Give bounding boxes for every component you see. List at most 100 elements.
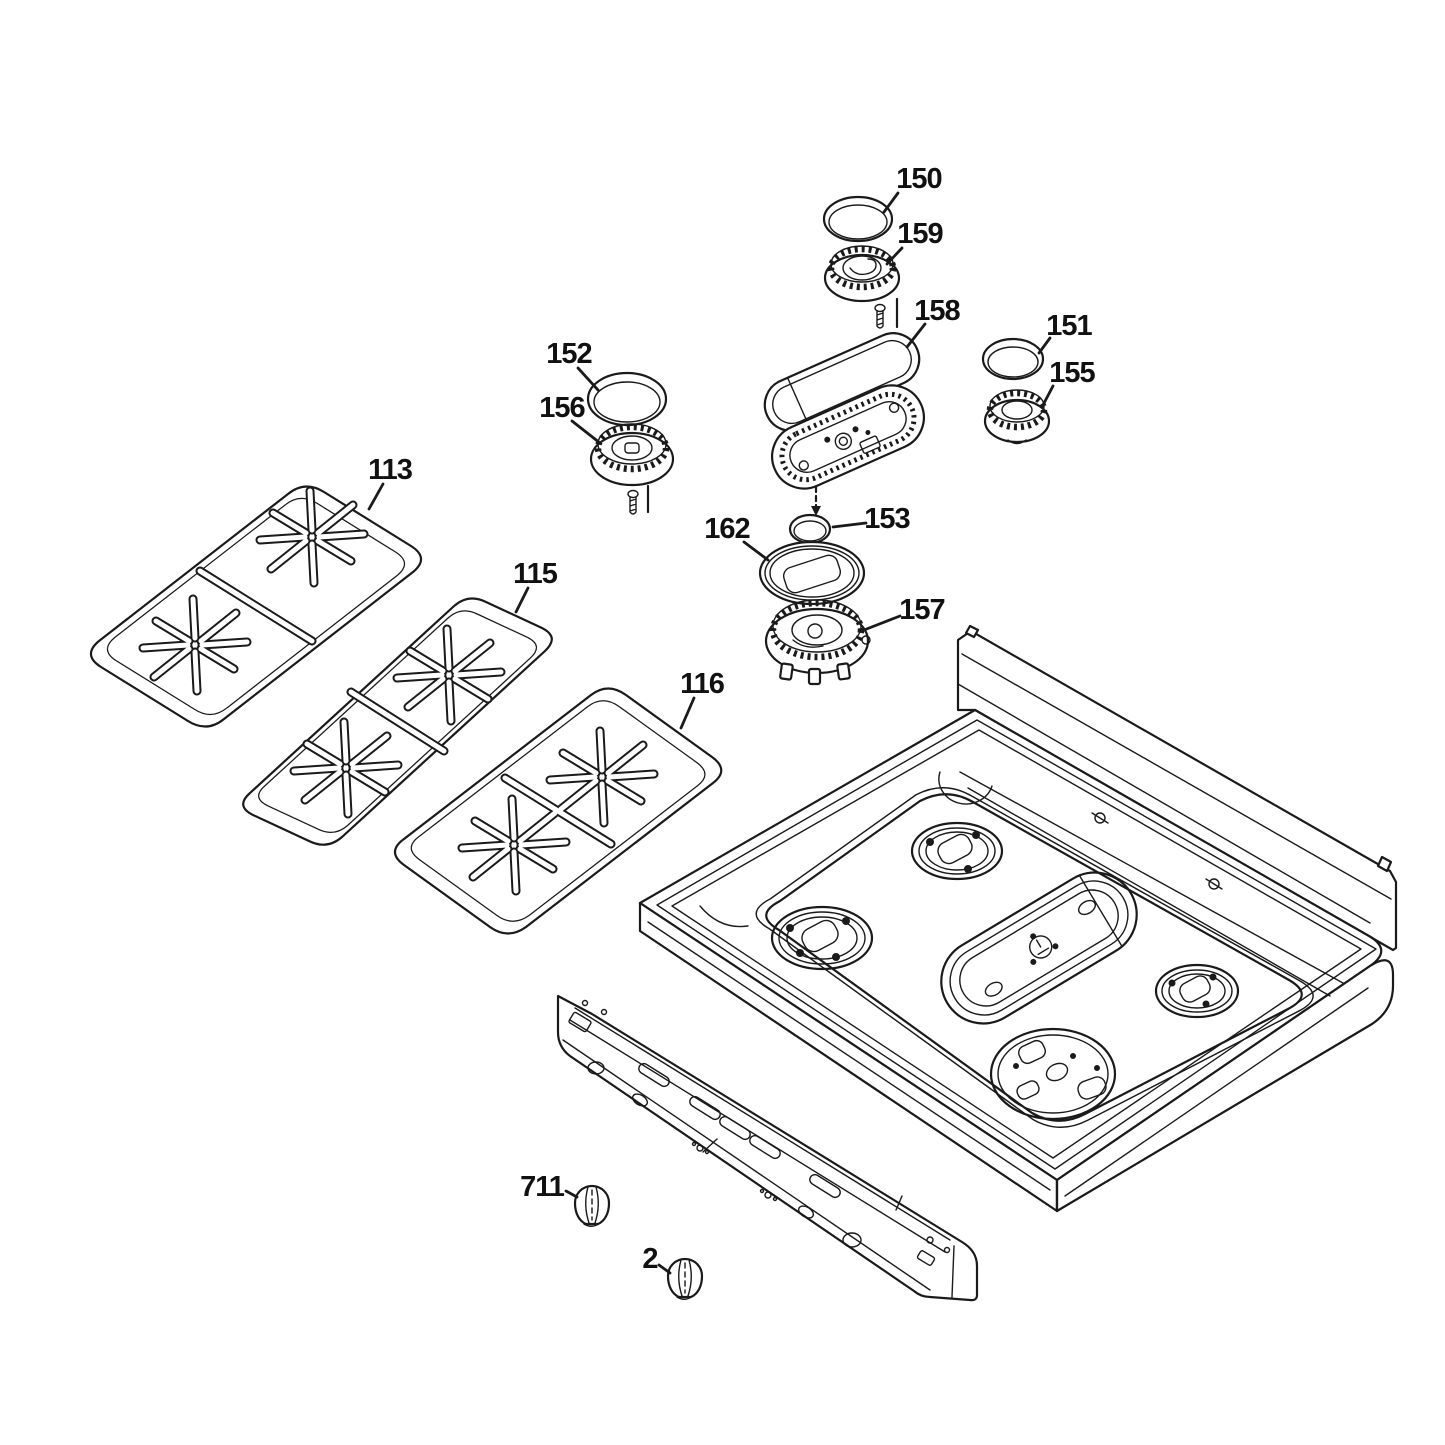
grate-inner-rail: [106, 497, 406, 716]
assembly-arrow: [811, 485, 821, 516]
callout-2: 2: [642, 1243, 672, 1275]
oval-burner-body-158: [771, 384, 925, 490]
burner-deck-edge: [765, 793, 1303, 1122]
burner-opening-left: [770, 905, 874, 971]
part-label-153: 153: [864, 503, 910, 535]
control-knob-711: [573, 1184, 611, 1228]
burner-head-159: [823, 245, 901, 303]
leader-line: [885, 246, 904, 266]
leader-line: [882, 191, 900, 214]
grate-fingers: [289, 624, 506, 819]
back-panel-left-tab: [964, 624, 980, 639]
flange-bolt-dots: [1168, 973, 1217, 1008]
callout-152: 152: [546, 338, 600, 392]
burner-opening-rear: [910, 821, 1004, 881]
back-rim-bump: [938, 771, 993, 805]
part-label-113: 113: [368, 454, 413, 486]
part-label-150: 150: [896, 163, 941, 195]
back-rim-line2: [967, 787, 1331, 997]
callouts: 150 159 158 151 155 152 156 113: [367, 163, 1097, 1275]
burner-opening-right: [1154, 963, 1240, 1019]
grate-inner-rail: [258, 610, 538, 834]
leader-line: [657, 1263, 672, 1275]
rail-body: [556, 994, 979, 1302]
right-skirt-fold-line: [1064, 987, 1369, 1197]
burner-cap-150: [822, 195, 894, 243]
rail-louver-slots: [638, 1062, 841, 1199]
back-rim-line: [959, 771, 1344, 984]
burner-head-155: [983, 389, 1051, 445]
burner-ring-162: [758, 540, 866, 606]
back-panel-right-tab: [1376, 855, 1393, 873]
rim-screw-icon: [1091, 812, 1109, 824]
rail-top-ridge: [574, 1007, 951, 1241]
part-label-157: 157: [899, 594, 944, 626]
part-label-115: 115: [513, 558, 558, 590]
igniter-detail: [1030, 933, 1059, 965]
leader-line: [742, 540, 770, 562]
leader-line: [862, 614, 902, 632]
burner-cap-153: [788, 513, 832, 545]
rail-holes: [568, 999, 951, 1266]
rail-tick-marks: [702, 1138, 903, 1211]
maintop-surface: [638, 708, 1383, 1182]
grate-115: [242, 597, 553, 846]
front-skirt-fold-line: [647, 921, 1051, 1191]
burner-base-157: [764, 599, 871, 686]
screw-icon: [627, 489, 639, 515]
maintop-support-rail: [556, 994, 979, 1302]
leader-line: [905, 322, 927, 349]
leader-line: [367, 482, 385, 511]
part-label-151: 151: [1046, 310, 1092, 342]
callout-116: 116: [679, 668, 726, 730]
burner-cap-151: [981, 337, 1045, 381]
callout-156: 156: [539, 392, 602, 445]
leader-line: [570, 419, 602, 445]
part-label-152: 152: [546, 338, 591, 370]
part-label-116: 116: [680, 668, 725, 700]
callout-711: 711: [520, 1171, 579, 1203]
burner-cap-152: [586, 371, 668, 427]
part-label-156: 156: [539, 392, 585, 424]
burner-feet: [779, 662, 851, 686]
burner-opening-oval-center: [940, 871, 1138, 1025]
control-knob-2: [666, 1257, 704, 1301]
rim-screw-icon: [1205, 878, 1223, 890]
callout-150: 150: [882, 163, 943, 214]
burner-opening-front: [989, 1027, 1117, 1121]
callout-159: 159: [885, 218, 945, 266]
grate-inner-rail: [410, 700, 706, 922]
callout-158: 158: [905, 295, 962, 349]
part-label-162: 162: [704, 513, 749, 545]
leader-line: [1040, 384, 1055, 409]
rail-end-edge: [951, 1245, 955, 1298]
leader-line: [576, 366, 600, 392]
part-label-159: 159: [897, 218, 943, 250]
callout-151: 151: [1037, 310, 1094, 355]
part-label-155: 155: [1049, 357, 1095, 389]
callout-153: 153: [831, 503, 912, 535]
screw-icon: [874, 303, 886, 329]
back-panel-lip-line2: [957, 683, 1371, 924]
leader-line: [679, 696, 696, 730]
flange-bolt-dots: [926, 831, 980, 873]
callout-157: 157: [862, 594, 946, 632]
rail-front-line: [562, 1039, 931, 1291]
callout-115: 115: [513, 558, 559, 614]
grate-116: [393, 687, 723, 935]
rim-inset-inner: [671, 729, 1362, 1159]
grate-fingers: [138, 486, 369, 696]
part-label-158: 158: [914, 295, 960, 327]
rail-screw-marks: [691, 1141, 778, 1202]
callout-155: 155: [1040, 357, 1097, 409]
left-rim-notch: [699, 905, 749, 928]
part-label-2: 2: [642, 1243, 657, 1275]
back-panel-lip-line: [961, 653, 1392, 900]
grate-fingers: [457, 726, 659, 896]
burner-deck-edge2: [755, 786, 1314, 1129]
burner-head-156: [589, 423, 675, 487]
rim-inset-outer: [656, 719, 1377, 1170]
maintop-panel: [638, 624, 1398, 1213]
